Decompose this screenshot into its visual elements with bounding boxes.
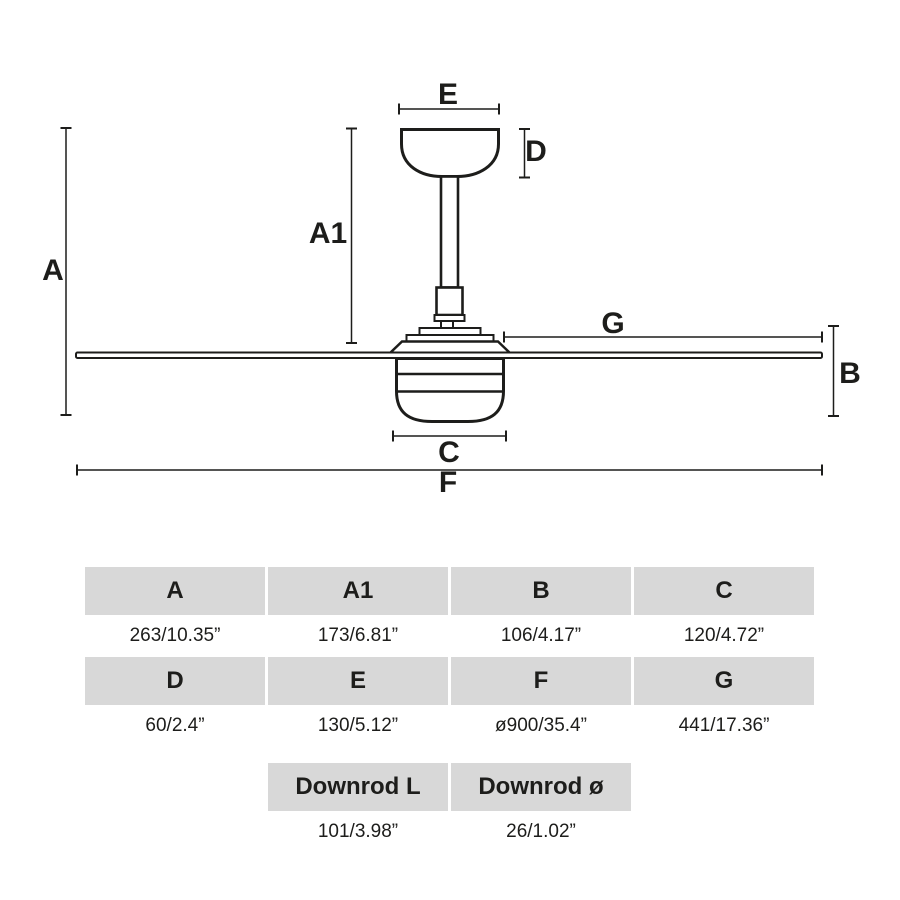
table-header-row-3: Downrod L Downrod ø bbox=[85, 763, 814, 811]
fan-dimension-diagram: A A1 E D G B C F bbox=[42, 78, 861, 499]
value-cell-downrod-l: 101/3.98” bbox=[317, 821, 399, 842]
table-value-row-2: 60/2.4” 130/5.12” ø900/35.4” 441/17.36” bbox=[85, 705, 814, 747]
motor-coupling-shape bbox=[435, 286, 464, 317]
table-row-gap bbox=[85, 747, 814, 763]
header-cell-e: E bbox=[268, 657, 448, 705]
header-cell-downrod-l: Downrod L bbox=[268, 763, 448, 811]
value-cell-c: 120/4.72” bbox=[683, 625, 765, 646]
value-cell-f: ø900/35.4” bbox=[495, 715, 587, 736]
dim-label-a: A bbox=[42, 254, 64, 287]
table-header-row-1: A A1 B C bbox=[85, 567, 814, 615]
header-cell-downrod-dia: Downrod ø bbox=[451, 763, 631, 811]
dim-label-a1: A1 bbox=[309, 217, 347, 250]
header-cell-a1: A1 bbox=[268, 567, 448, 615]
table-value-row-3: 101/3.98” 26/1.02” bbox=[85, 811, 814, 853]
value-cell-downrod-dia: 26/1.02” bbox=[506, 821, 576, 842]
dim-label-d: D bbox=[525, 135, 547, 168]
value-cell-b: 106/4.17” bbox=[500, 625, 582, 646]
motor-step-1-shape bbox=[418, 327, 482, 336]
dim-label-b: B bbox=[839, 357, 861, 390]
dim-label-e: E bbox=[438, 78, 458, 111]
dim-label-c: C bbox=[438, 436, 460, 469]
header-cell-f: F bbox=[451, 657, 631, 705]
header-cell-a: A bbox=[85, 567, 265, 615]
dimension-labels: A A1 E D G B C F bbox=[42, 78, 861, 499]
dim-label-g: G bbox=[601, 307, 624, 340]
dimension-lines bbox=[60, 103, 839, 476]
value-cell-d: 60/2.4” bbox=[145, 715, 205, 736]
header-cell-g: G bbox=[634, 657, 814, 705]
fan-drawing bbox=[75, 128, 823, 423]
value-cell-a: 263/10.35” bbox=[129, 625, 221, 646]
header-cell-c: C bbox=[634, 567, 814, 615]
neck-shape bbox=[440, 320, 454, 329]
value-cell-a1: 173/6.81” bbox=[317, 625, 399, 646]
table-value-row-1: 263/10.35” 173/6.81” 106/4.17” 120/4.72” bbox=[85, 615, 814, 657]
motor-housing-shape bbox=[395, 357, 505, 423]
fan-schematic-svg: A A1 E D G B C F bbox=[42, 78, 861, 499]
header-cell-b: B bbox=[451, 567, 631, 615]
canopy-shape bbox=[400, 128, 500, 178]
dim-label-f: F bbox=[439, 466, 457, 499]
value-cell-e: 130/5.12” bbox=[317, 715, 399, 736]
header-cell-d: D bbox=[85, 657, 265, 705]
dimensions-table: A A1 B C 263/10.35” 173/6.81” 106/4.17” … bbox=[85, 567, 814, 853]
value-cell-g: 441/17.36” bbox=[678, 715, 770, 736]
downrod-shape bbox=[439, 175, 460, 289]
table-header-row-2: D E F G bbox=[85, 657, 814, 705]
